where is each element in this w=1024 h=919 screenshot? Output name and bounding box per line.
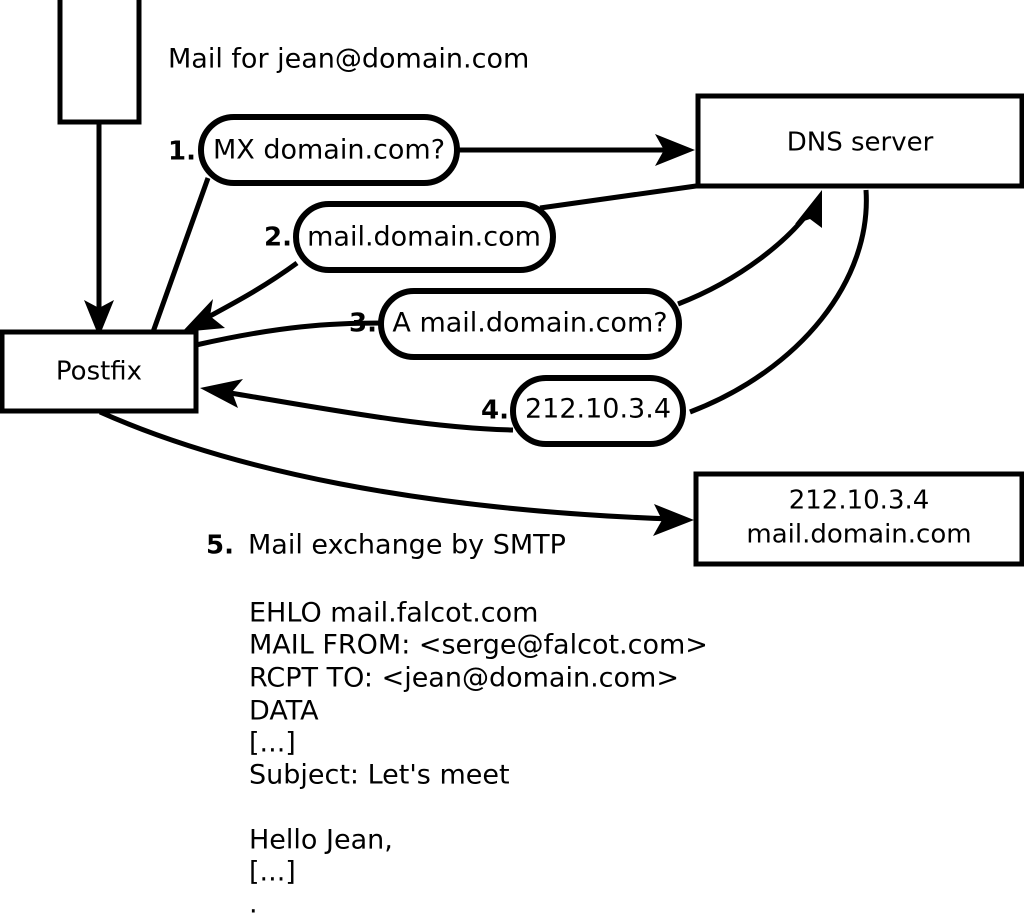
step-4-number: 4.	[481, 396, 509, 426]
transcript-line-0: EHLO mail.falcot.com	[249, 598, 538, 629]
step-3-bubble[interactable]	[378, 288, 682, 360]
transcript-line-7: Hello Jean,	[249, 825, 393, 856]
edge-step5-postfix-to-remote	[98, 409, 694, 536]
step-5-label: Mail exchange by SMTP	[248, 530, 566, 561]
transcript-line-3: DATA	[249, 696, 319, 727]
edge-step1-postfix-to-bubble	[150, 177, 211, 333]
transcript-line-4: [...]	[249, 728, 296, 759]
node-client[interactable]	[57, 0, 142, 125]
arrowhead-step1-dns	[655, 134, 695, 166]
arrowhead-client-postfix	[84, 300, 114, 337]
step-2-bubble[interactable]	[293, 201, 556, 273]
step-4[interactable]: 4. 212.10.3.4	[481, 375, 686, 447]
step-5-number: 5.	[206, 531, 234, 561]
step-3-label: A mail.domain.com?	[392, 308, 667, 339]
node-postfix[interactable]: Postfix	[0, 329, 199, 414]
dns-server-label: DNS server	[787, 128, 934, 158]
edge-step4-bubble-to-postfix	[200, 379, 514, 433]
step-3-number: 3.	[349, 309, 377, 339]
step-3[interactable]: 3. A mail.domain.com?	[349, 288, 682, 360]
remote-mx-ip: 212.10.3.4	[789, 486, 930, 516]
node-dns-server[interactable]: DNS server	[695, 93, 1024, 189]
step-1-number: 1.	[168, 137, 196, 167]
client-box[interactable]	[57, 0, 142, 125]
edge-step1-bubble-to-dns	[458, 134, 695, 166]
edge-step3-bubble-to-dns	[677, 190, 822, 307]
edge-step4-dns-to-bubble	[689, 189, 869, 415]
arrowhead-step2-postfix	[182, 299, 225, 332]
transcript-line-2: RCPT TO: <jean@domain.com>	[249, 663, 679, 694]
arrowhead-step3-dns	[795, 190, 822, 228]
edge-step2-dns-to-bubble	[539, 183, 697, 211]
step-2-number: 2.	[264, 223, 292, 253]
header-label: Mail for jean@domain.com	[168, 44, 529, 75]
edge-step3-postfix-to-bubble	[195, 320, 383, 348]
edge-step2-bubble-to-postfix	[182, 260, 299, 332]
step-2[interactable]: 2. mail.domain.com	[264, 201, 556, 273]
transcript-line-1: MAIL FROM: <serge@falcot.com>	[249, 630, 708, 661]
remote-mx-box[interactable]	[693, 471, 1024, 567]
step-4-bubble[interactable]	[510, 375, 686, 447]
step-1-bubble[interactable]	[198, 114, 460, 186]
node-remote-mx[interactable]: 212.10.3.4 mail.domain.com	[693, 471, 1024, 567]
step-1[interactable]: 1. MX domain.com?	[168, 114, 460, 186]
step-1-label: MX domain.com?	[213, 135, 445, 166]
step-2-label: mail.domain.com	[307, 222, 541, 253]
postfix-box[interactable]	[0, 329, 199, 414]
remote-mx-hostname: mail.domain.com	[746, 520, 971, 550]
arrowhead-step5-remote	[653, 504, 694, 536]
transcript-line-10: .	[249, 889, 258, 919]
postfix-label: Postfix	[56, 357, 142, 387]
transcript-line-5: Subject: Let's meet	[249, 760, 510, 791]
dns-server-box[interactable]	[695, 93, 1024, 189]
transcript-line-8: [...]	[249, 857, 296, 888]
arrowhead-step4-postfix	[200, 379, 243, 408]
edge-client-to-postfix	[84, 122, 114, 337]
step-4-label: 212.10.3.4	[525, 394, 671, 425]
